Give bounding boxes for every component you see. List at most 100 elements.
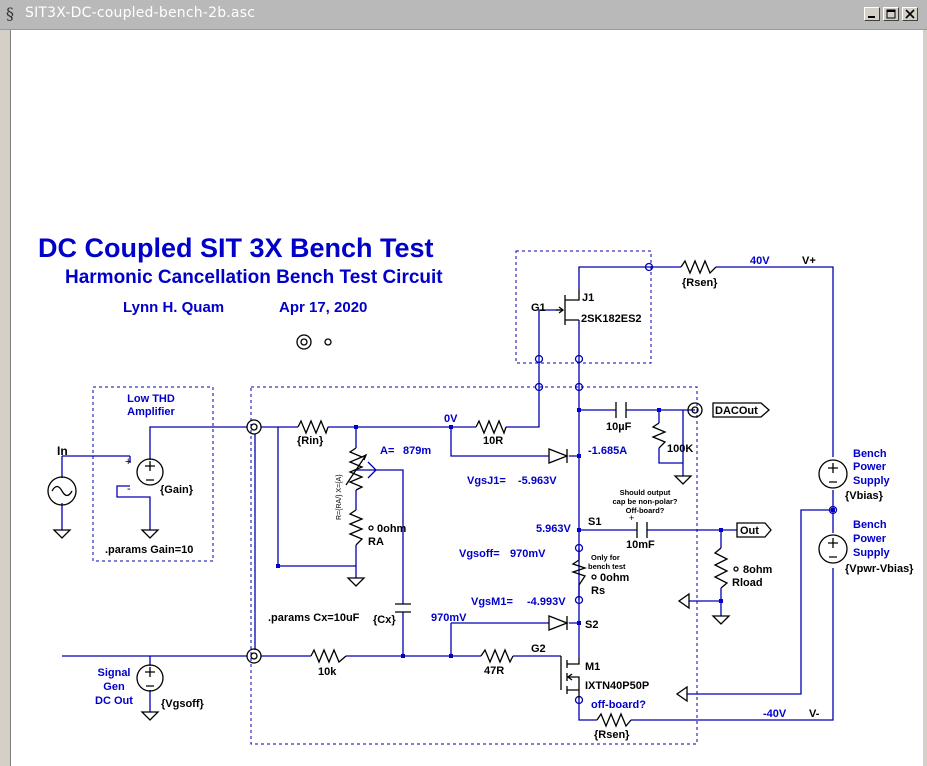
svg-text:{Rsen}: {Rsen}: [682, 277, 718, 289]
svg-text:-5.963V: -5.963V: [518, 475, 557, 487]
wires: [61, 266, 834, 721]
svg-text:S1: S1: [588, 516, 601, 528]
svg-text:S2: S2: [585, 619, 598, 631]
svg-text:DACOut: DACOut: [715, 405, 758, 417]
c10u-capacitor[interactable]: [615, 402, 627, 418]
svg-text:Bench: Bench: [853, 448, 887, 460]
r47-resistor[interactable]: [480, 648, 514, 664]
minimize-icon: [868, 16, 875, 18]
svg-text:.params Cx=10uF: .params Cx=10uF: [268, 612, 360, 624]
gain-amplifier[interactable]: + -: [125, 456, 164, 495]
svg-text:{Vgsoff}: {Vgsoff}: [161, 698, 205, 710]
svg-text:VgsJ1=: VgsJ1=: [467, 475, 506, 487]
svg-text:0ohm: 0ohm: [600, 572, 630, 584]
svg-text:Should output: Should output: [620, 488, 671, 497]
svg-text:Bench: Bench: [853, 519, 887, 531]
svg-text:Only for: Only for: [591, 553, 620, 562]
schematic-subtitle: Harmonic Cancellation Bench Test Circuit: [65, 267, 443, 288]
svg-text:-40V: -40V: [763, 708, 787, 720]
schematic-canvas[interactable]: DC Coupled SIT 3X Bench Test Harmonic Ca…: [10, 30, 923, 766]
out-port[interactable]: [736, 522, 772, 538]
svg-text:{Vpwr-Vbias}: {Vpwr-Vbias}: [845, 563, 914, 575]
r10k-resistor[interactable]: [310, 648, 347, 664]
rs-resistor[interactable]: [570, 559, 588, 586]
schematic-app-icon[interactable]: §: [6, 4, 14, 23]
svg-text:-: -: [127, 483, 131, 495]
svg-text:100K: 100K: [667, 443, 693, 455]
close-button[interactable]: [902, 7, 918, 21]
maximize-icon: [886, 9, 896, 19]
svg-text:-1.685A: -1.685A: [588, 445, 627, 457]
svg-text:Power: Power: [853, 461, 887, 473]
schematic-sheet[interactable]: DC Coupled SIT 3X Bench Test Harmonic Ca…: [11, 30, 923, 766]
jfet-offboard-box: [515, 250, 652, 364]
svg-text:A=: A=: [380, 445, 394, 457]
svg-text:Supply: Supply: [853, 547, 891, 559]
svg-text:Rload: Rload: [732, 577, 763, 589]
svg-text:off-board?: off-board?: [591, 699, 646, 711]
svg-text:10mF: 10mF: [626, 539, 655, 551]
rload-resistor[interactable]: [713, 547, 729, 589]
schematic-title: DC Coupled SIT 3X Bench Test: [38, 233, 434, 263]
svg-text:bench test: bench test: [588, 562, 626, 571]
svg-text:40V: 40V: [750, 255, 770, 267]
svg-text:10µF: 10µF: [606, 421, 632, 433]
rsen-top-resistor[interactable]: [680, 259, 717, 275]
circuit-board-box: [250, 386, 698, 745]
svg-text:cap be non-polar?: cap be non-polar?: [612, 497, 677, 506]
svg-text:47R: 47R: [484, 665, 504, 677]
svg-text:.params Gain=10: .params Gain=10: [105, 544, 193, 556]
svg-text:Rs: Rs: [591, 585, 605, 597]
window-title: SIT3X-DC-coupled-bench-2b.asc: [25, 5, 256, 21]
ra-resistor[interactable]: [348, 509, 364, 546]
rin-resistor[interactable]: [297, 419, 329, 435]
svg-text:Power: Power: [853, 533, 887, 545]
bias-net-flag[interactable]: [675, 685, 688, 703]
svg-text:{Rin}: {Rin}: [297, 435, 324, 447]
svg-text:{Gain}: {Gain}: [160, 484, 194, 496]
svg-text:IXTN40P50P: IXTN40P50P: [585, 680, 649, 692]
close-icon: [905, 9, 915, 19]
svg-text:10k: 10k: [318, 666, 337, 678]
title-bar[interactable]: § SIT3X-DC-coupled-bench-2b.asc: [0, 0, 927, 30]
ground-symbols: [52, 475, 731, 721]
svg-text:Vgsoff=: Vgsoff=: [459, 548, 500, 560]
bench-supply-vbias[interactable]: [818, 459, 848, 489]
svg-text:Signal: Signal: [97, 667, 130, 679]
rload-net-flag[interactable]: [677, 592, 690, 610]
signal-gen-source[interactable]: [136, 664, 164, 692]
svg-text:J1: J1: [582, 292, 594, 304]
svg-text:{Vbias}: {Vbias}: [845, 490, 884, 502]
maximize-button[interactable]: [883, 7, 899, 21]
svg-text:RA: RA: [368, 536, 384, 548]
svg-text:5.963V: 5.963V: [536, 523, 572, 535]
svg-text:In: In: [57, 444, 68, 458]
minimize-button[interactable]: [864, 7, 880, 21]
cx-capacitor[interactable]: [395, 603, 411, 613]
svg-text:VgsM1=: VgsM1=: [471, 596, 513, 608]
vgsm1-diode[interactable]: [548, 615, 569, 631]
r10-resistor[interactable]: [475, 419, 507, 435]
j1-jfet[interactable]: [556, 290, 580, 325]
svg-text:{Rsen}: {Rsen}: [594, 729, 630, 741]
board-connectors[interactable]: [246, 262, 838, 705]
input-signal-source[interactable]: [47, 476, 77, 506]
c10m-capacitor[interactable]: [636, 522, 648, 538]
svg-text:V+: V+: [802, 255, 816, 267]
svg-text:Supply: Supply: [853, 475, 891, 487]
dacout-port[interactable]: [712, 402, 770, 418]
m1-mosfet[interactable]: [560, 656, 580, 700]
svg-text:R={RA/} X={A}: R={RA/} X={A}: [336, 474, 343, 520]
svg-text:0V: 0V: [444, 413, 458, 425]
vgsj1-diode[interactable]: [548, 448, 569, 464]
bench-supply-vpwr[interactable]: [818, 534, 848, 564]
junction-dots: [276, 408, 835, 658]
r100k-resistor[interactable]: [651, 422, 667, 449]
rsen-bottom-resistor[interactable]: [596, 712, 632, 728]
low-thd-amplifier-box: [92, 386, 214, 562]
svg-text:+: +: [629, 513, 634, 523]
svg-text:879m: 879m: [403, 445, 431, 457]
svg-text:Low THD: Low THD: [127, 393, 175, 405]
port-flag-symbols[interactable]: [296, 334, 332, 350]
